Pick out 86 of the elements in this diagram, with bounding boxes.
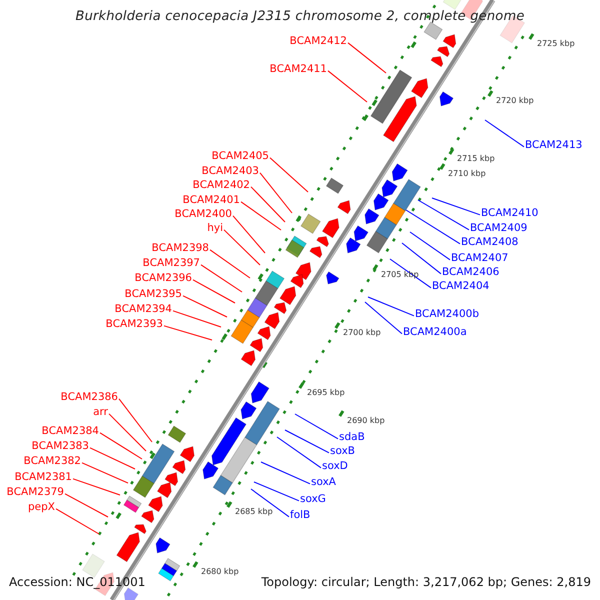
leader-line [270,157,308,192]
gene-label: soxD [322,460,348,473]
leader-line [260,172,292,214]
leader-line [192,279,236,304]
gene-label: BCAM2405 [212,150,269,163]
leader-line [108,413,146,452]
gene-label: BCAM2382 [24,455,81,468]
leader-line [402,242,442,274]
gene-label: BCAM2410 [481,207,538,220]
leader-line [118,398,152,442]
position-label: 2680 kbp [201,567,239,577]
footer-text: Accession: NC_011001 [9,575,146,590]
gene-label: BCAM2401 [182,194,240,207]
gene-label: sdaB [339,431,365,444]
gene-label: BCAM2381 [14,471,72,484]
gene-label: BCAM2396 [134,272,192,285]
leader-line [240,201,282,230]
gene-label: BCAM2406 [442,266,500,279]
position-label: 2710 kbp [448,169,486,179]
leader-line [64,493,108,518]
gene-label: BCAM2402 [192,179,250,192]
gene-label: BCAM2398 [152,242,209,255]
leader-line [232,215,266,254]
gene-label: soxA [311,476,336,489]
position-label: 2715 kbp [457,154,495,164]
gene-label: soxG [300,493,326,506]
leader-line [100,432,142,460]
gene-label: BCAM2411 [270,63,327,76]
leader-line [364,302,402,334]
gene-label: BCAM2383 [32,440,89,453]
gene-label: BCAM2386 [60,391,118,404]
position-label: 2685 kbp [235,507,273,517]
leader-line [348,42,386,74]
gene-label: BCAM2384 [42,425,99,438]
gene-label: pepX [28,501,55,514]
leader-line [250,186,286,222]
leader-line [418,200,470,230]
leader-line [200,264,242,292]
leader-line [172,310,222,328]
gene-label: BCAM2393 [106,318,163,331]
leader-line [410,232,450,260]
leader-line [276,436,322,468]
leader-line [210,249,250,278]
gene-label: BCAM2413 [525,139,582,152]
leader-line [294,414,338,440]
gene-label: BCAM2409 [470,222,528,235]
gene-label: arr [93,406,108,419]
gene-label: hyi [207,222,223,235]
leader-line [164,325,212,340]
gene-label: BCAM2379 [6,486,64,499]
leader-line [254,482,300,502]
leader-line [260,462,310,484]
leader-line [182,295,228,318]
position-label: 2690 kbp [347,416,385,426]
leader-line [90,447,136,470]
gene-label: BCAM2400b [415,308,479,321]
leader-line [250,488,290,518]
gene-label: BCAM2403 [202,165,259,178]
gene-label: BCAM2395 [124,288,182,301]
leader-line [328,70,368,102]
leader-line [368,296,414,316]
leader-line [390,258,432,288]
position-label: 2695 kbp [307,388,345,398]
position-label: 2720 kbp [496,96,534,106]
gene-label: BCAM2404 [432,280,490,293]
gene-label: BCAM2407 [451,252,508,265]
gene-label: BCAM2397 [142,257,200,270]
leader-line [56,508,100,534]
title: Burkholderia cenocepacia J2315 chromosome 2, complete genome [74,9,526,24]
gene-label: BCAM2400a [403,326,467,339]
position-label: 2725 kbp [537,39,575,49]
gene-label: BCAM2400 [174,208,232,221]
gene-label: folB [290,509,310,522]
gene-label: BCAM2408 [461,236,518,249]
position-label: 2700 kbp [343,328,381,338]
gene-label: soxB [330,445,355,458]
footer-text: Topology: circular; Length: 3,217,062 bp; Genes: 2,819 [261,575,591,590]
gene-label: BCAM2394 [114,303,172,316]
leader-line [82,462,128,484]
leader-line [284,430,330,454]
leader-line [72,478,120,496]
leader-line [406,210,460,244]
gene-label: BCAM2412 [290,35,347,48]
leader-line [484,120,524,148]
leader-line [224,229,260,266]
leader-line [432,198,480,216]
